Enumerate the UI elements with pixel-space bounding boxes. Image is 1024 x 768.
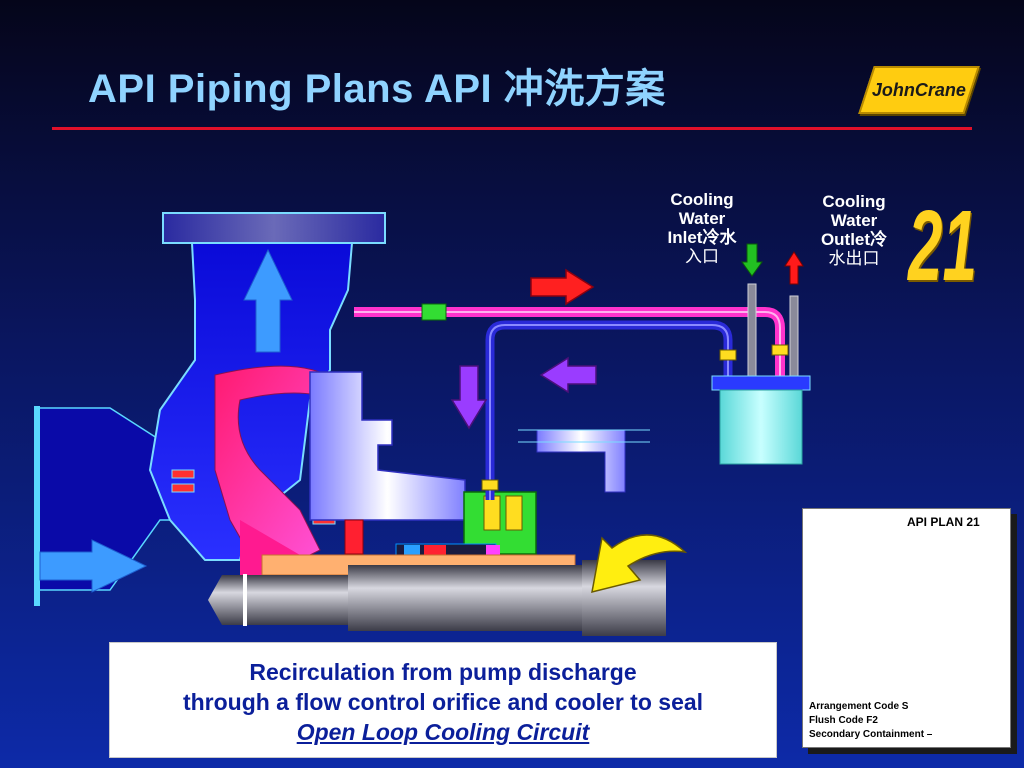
- flush-line: [354, 303, 789, 380]
- caption-box: Recirculation from pump discharge throug…: [109, 642, 777, 758]
- thumbnail-containment: Secondary Containment –: [809, 729, 933, 740]
- down-arrow-icon: [450, 365, 488, 430]
- bearing-bracket: [518, 429, 650, 493]
- inlet-line-3: Inlet冷水: [667, 228, 737, 247]
- outlet-line-3: Outlet冷: [820, 230, 888, 249]
- caption-line-2: through a flow control orifice and coole…: [182, 689, 704, 715]
- inlet-line-4: 入口: [685, 247, 719, 266]
- cooling-water-outlet-label: Cooling Water Outlet冷 水出口: [792, 192, 916, 268]
- thumbnail-flush: Flush Code F2: [809, 715, 878, 726]
- john-crane-logo: JohnCrane: [858, 66, 980, 114]
- outlet-up-arrow-icon: [784, 251, 804, 285]
- inlet-down-arrow-icon: [741, 243, 763, 277]
- left-arrow-icon: [539, 356, 597, 394]
- return-line: [481, 320, 737, 500]
- outlet-line-4: 水出口: [828, 249, 880, 268]
- flush-direction-arrow: [530, 268, 595, 306]
- page-title: API Piping Plans API 冲洗方案: [88, 67, 666, 111]
- inlet-line-1: Cooling: [670, 190, 734, 209]
- logo-text: JohnCrane: [871, 79, 967, 100]
- seal-cooler: [711, 283, 811, 465]
- curved-arrow-icon: [591, 534, 688, 594]
- title-underline: [52, 127, 972, 130]
- thumbnail-arrangement: Arrangement Code S: [809, 701, 909, 712]
- api-plan-21-thumbnail: API PLAN 21 Arrangement Code S Flush Cod…: [802, 508, 1011, 748]
- up-arrow-icon: [243, 248, 293, 353]
- outlet-line-1: Cooling: [822, 192, 886, 211]
- cooling-water-inlet-label: Cooling Water Inlet冷水 入口: [640, 190, 764, 266]
- seal-chamber-cover: [309, 371, 466, 555]
- pump-shaft: [208, 554, 666, 636]
- plan-number: 21: [908, 190, 977, 302]
- thumbnail-title: API PLAN 21: [907, 515, 980, 529]
- seal-gland: [395, 491, 537, 557]
- caption-line-3: Open Loop Cooling Circuit: [296, 719, 590, 745]
- outlet-line-2: Water: [830, 211, 878, 230]
- caption-line-1: Recirculation from pump discharge: [249, 659, 637, 685]
- inlet-line-2: Water: [678, 209, 726, 228]
- right-arrow-icon: [39, 539, 148, 593]
